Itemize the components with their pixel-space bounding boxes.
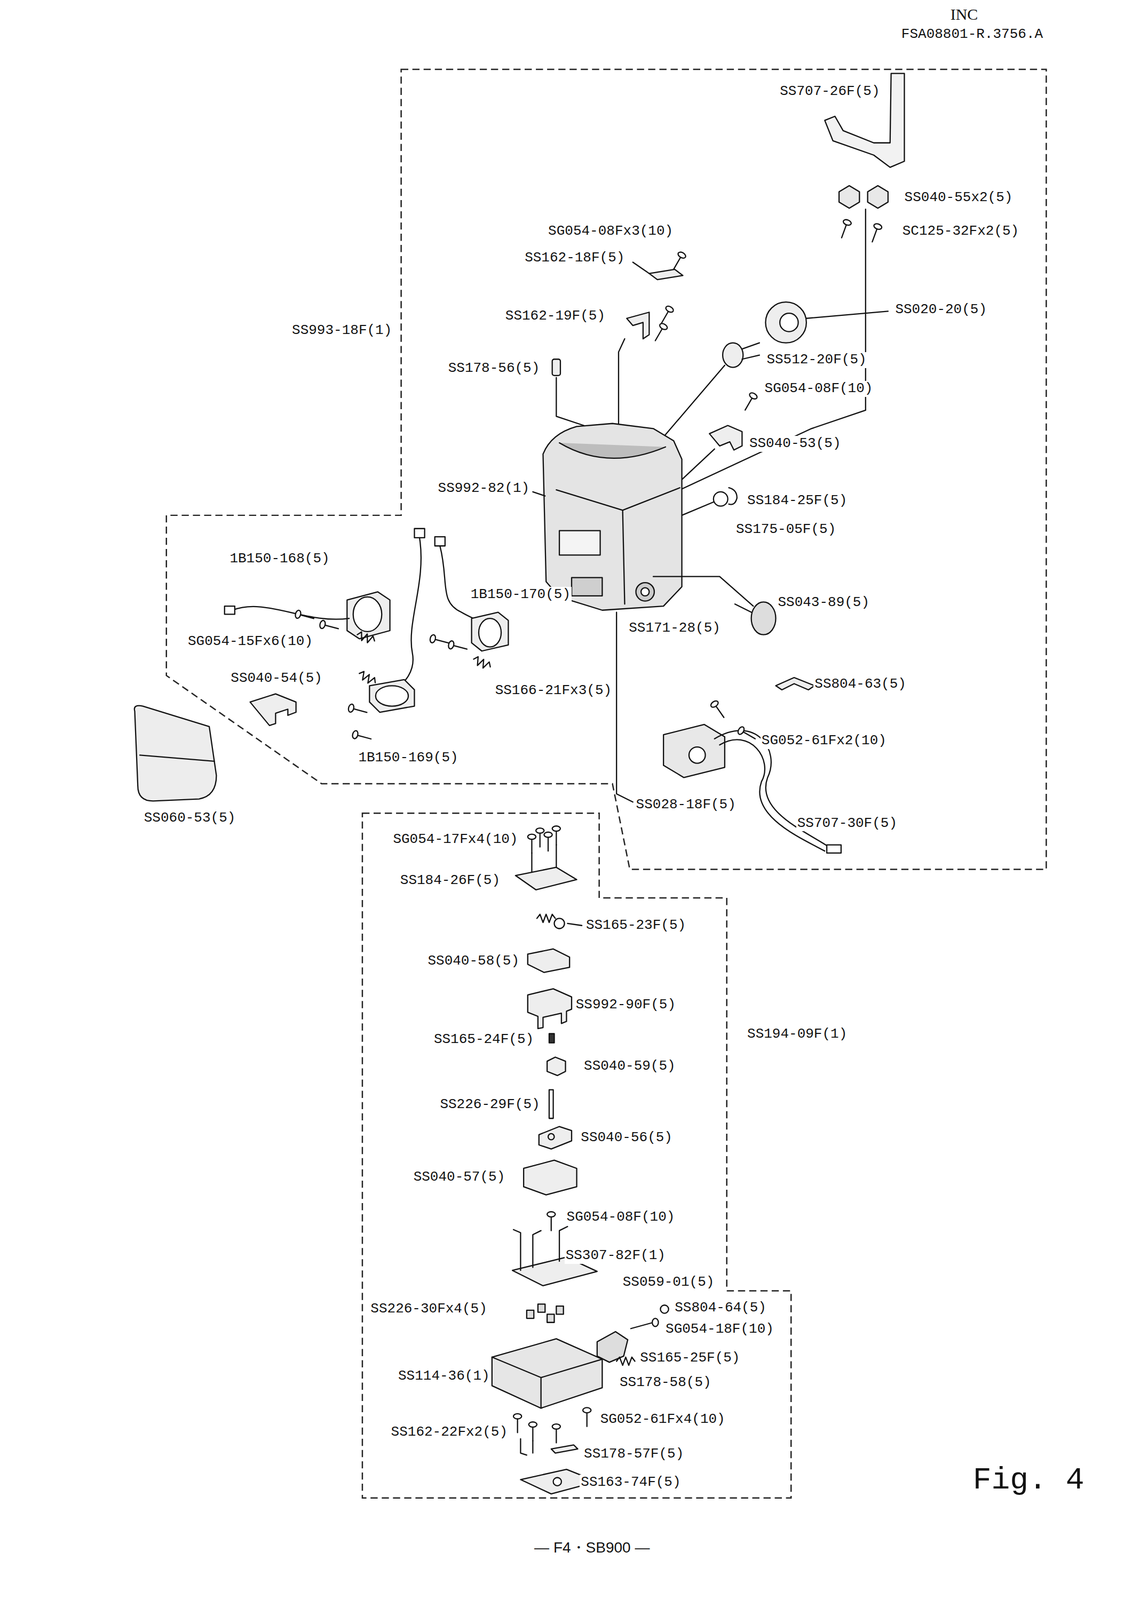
part-number: SS162-22Fx2(5) — [390, 1425, 509, 1442]
stamp-text: INC — [949, 5, 980, 25]
part-number: SS040-53(5) — [748, 436, 843, 453]
part-number: SS165-23F(5) — [584, 917, 687, 934]
part-number: SG054-08Fx3(10) — [547, 223, 675, 240]
part-number: SS993-18F(1) — [290, 322, 393, 339]
group-outline — [166, 69, 1047, 870]
part-number: SS178-57F(5) — [582, 1446, 685, 1463]
part-number: SG052-61Fx4(10) — [599, 1412, 727, 1429]
part-number: SS175-05F(5) — [734, 521, 837, 538]
part-number: SS040-57(5) — [412, 1169, 507, 1186]
part-number: SS307-82F(1) — [564, 1248, 667, 1265]
part-number: 1B150-170(5) — [469, 587, 572, 604]
part-number: SS226-29F(5) — [438, 1097, 541, 1114]
group-outline — [362, 813, 791, 1499]
part-number: SS163-74F(5) — [579, 1475, 682, 1492]
part-number: SS040-59(5) — [582, 1058, 677, 1075]
part-number: SS184-26F(5) — [399, 873, 502, 890]
part-number: SS040-54(5) — [229, 670, 324, 687]
part-number: SG052-61Fx2(10) — [760, 733, 888, 750]
part-number: 1B150-169(5) — [357, 750, 459, 767]
part-number: SS040-58(5) — [426, 953, 521, 970]
part-number: SG054-17Fx4(10) — [391, 832, 519, 849]
part-number: SS165-24F(5) — [432, 1032, 535, 1049]
part-number: SS162-19F(5) — [504, 308, 607, 325]
part-number: SC125-32Fx2(5) — [901, 223, 1020, 240]
part-number: 1B150-168(5) — [228, 551, 331, 568]
part-number: SG054-08F(10) — [565, 1209, 677, 1226]
part-number: SG054-18F(10) — [664, 1322, 775, 1339]
part-number: SS166-21Fx3(5) — [494, 683, 613, 700]
figure-caption: Fig. 4 — [972, 1463, 1085, 1499]
part-number: SS512-20F(5) — [765, 352, 868, 369]
left-assembly — [134, 528, 509, 802]
page-footer: — F4・SB900 — — [533, 1539, 651, 1557]
part-number: SS707-26F(5) — [778, 83, 881, 100]
part-number: SS060-53(5) — [143, 810, 237, 827]
part-number: SS804-63(5) — [813, 676, 908, 693]
part-number: SS043-89(5) — [776, 595, 871, 612]
document-number: FSA08801-R.3756.A — [900, 26, 1044, 43]
part-number: SS040-56(5) — [579, 1130, 674, 1147]
part-number: SS040-55x2(5) — [903, 190, 1015, 207]
part-number: SS059-01(5) — [621, 1275, 716, 1292]
part-number: SS804-64(5) — [673, 1300, 768, 1317]
part-number: SS162-18F(5) — [523, 250, 626, 267]
upper-assembly — [532, 73, 905, 854]
part-number: SG054-08F(10) — [763, 381, 875, 398]
part-number: SS184-25F(5) — [746, 493, 849, 510]
part-number: SS194-09F(1) — [746, 1026, 849, 1043]
part-number: SS020-20(5) — [893, 302, 988, 319]
part-number: SS707-30F(5) — [796, 816, 899, 833]
part-number: SS992-90F(5) — [574, 997, 677, 1014]
part-number: SS178-56(5) — [447, 360, 542, 377]
part-number: SS165-25F(5) — [638, 1350, 741, 1367]
part-number: SS114-36(1) — [397, 1368, 492, 1385]
part-number: SS171-28(5) — [627, 620, 722, 637]
part-number: SG054-15Fx6(10) — [186, 634, 314, 651]
part-number: SS178-58(5) — [618, 1375, 713, 1392]
part-number: SS226-30Fx4(5) — [369, 1301, 488, 1318]
part-number: SS028-18F(5) — [635, 797, 738, 814]
part-number: SS992-82(1) — [437, 480, 532, 497]
